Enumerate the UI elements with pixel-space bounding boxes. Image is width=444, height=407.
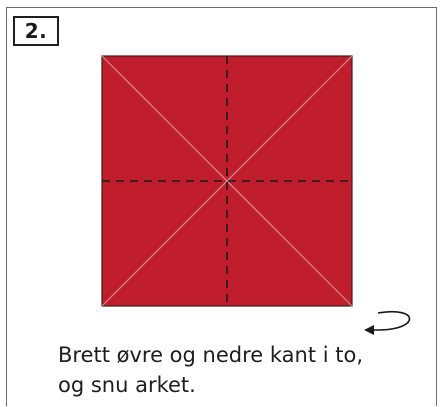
step-number-label: 2. xyxy=(24,19,48,43)
step-number-badge: 2. xyxy=(13,16,59,46)
rotate-arrow-icon xyxy=(364,311,411,335)
step-panel xyxy=(6,7,437,406)
diagonal-crease-2 xyxy=(101,55,353,307)
instruction-text: Brett øvre og nedre kant i to, og snu ar… xyxy=(58,343,364,397)
